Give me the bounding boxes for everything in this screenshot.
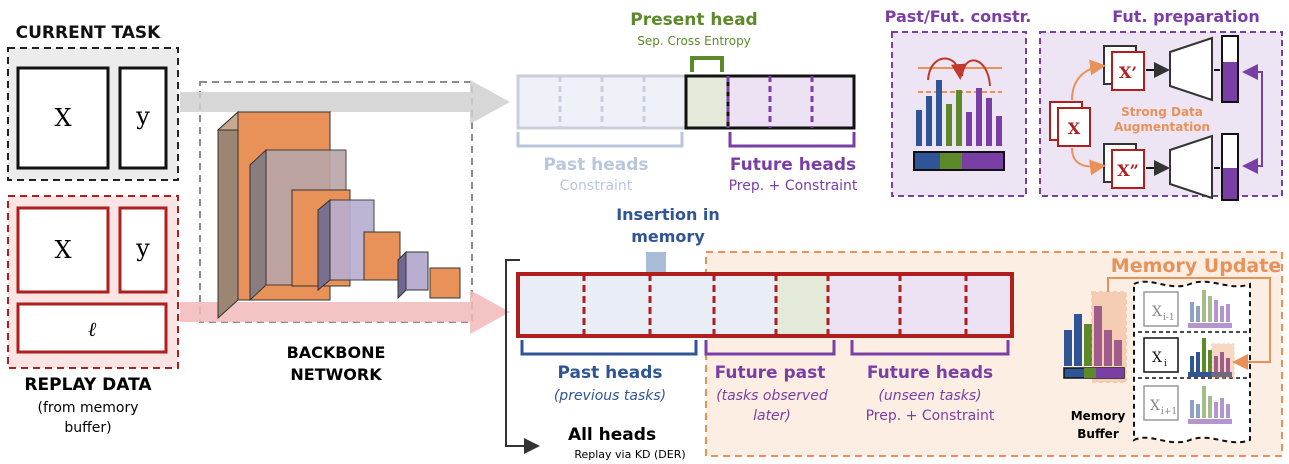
- buffer-row2-sub: i: [1164, 359, 1167, 369]
- top-past-heads-title: Past heads: [543, 155, 648, 175]
- current-y-label: y: [135, 102, 150, 130]
- buffer-label-2: Buffer: [1077, 427, 1119, 441]
- backbone-line1: BACKBONE: [287, 343, 386, 362]
- bottom-input-arrow: [180, 290, 510, 334]
- buffer-row1-sub: i-1: [1163, 313, 1175, 323]
- current-task-title: CURRENT TASK: [16, 23, 161, 43]
- current-y-box: [118, 66, 168, 170]
- bottom-future-past-bracket: [704, 340, 836, 356]
- buffer-row3-sub: i+1: [1161, 407, 1177, 417]
- replay-subtitle-2: buffer): [64, 420, 111, 436]
- memory-update-arrow: [1107, 277, 1271, 370]
- replay-l-box: [16, 302, 168, 354]
- present-head-title: Present head: [630, 10, 757, 30]
- bottom-past-subtitle: (previous tasks): [554, 388, 666, 404]
- replay-x-box: [16, 206, 110, 294]
- fut-prep-x: X: [1068, 119, 1081, 138]
- all-heads-group: All heads Replay via KD (DER): [505, 259, 686, 461]
- memory-buffer-group: Memory Buffer X i-1 X i X i+1: [1063, 277, 1271, 444]
- bottom-future-heads-title: Future heads: [867, 363, 993, 383]
- fut-prep-title: Fut. preparation: [1112, 7, 1259, 26]
- constraint-arc-right: [961, 59, 991, 87]
- replay-y-box: [118, 206, 168, 294]
- replay-subtitle-1: (from memory: [38, 400, 139, 416]
- buffer-row1-x: X: [1152, 304, 1162, 320]
- top-past-bracket: [516, 132, 684, 148]
- insertion-line2: memory: [631, 227, 705, 246]
- bottom-head-bar: Past heads (previous tasks) Future past …: [516, 272, 1014, 424]
- fut-prep-x-dprime: X”: [1117, 161, 1139, 180]
- replay-data-group: X y ℓ REPLAY DATA (from memory buffer): [7, 195, 179, 436]
- constraint-arc-left: [927, 57, 967, 81]
- bottom-future-heads-bracket: [850, 340, 1010, 356]
- bottom-bar-outline: [516, 272, 1014, 338]
- bottom-future-past-sub2: later): [753, 408, 791, 424]
- bottom-past-title: Past heads: [557, 363, 662, 383]
- present-head-subtitle: Sep. Cross Entropy: [637, 34, 751, 48]
- buffer-row2-hist: [1188, 338, 1235, 379]
- top-present-cell: [684, 74, 730, 130]
- top-future-bracket: [728, 132, 856, 148]
- past-fut-constr-panel: Past/Fut. constr.: [885, 7, 1032, 197]
- current-x-label: X: [54, 104, 71, 132]
- all-heads-title: All heads: [568, 425, 656, 445]
- bottom-future-past-sub1: (tasks observed: [716, 388, 828, 404]
- past-fut-constr-title: Past/Fut. constr.: [885, 7, 1032, 26]
- buffer-row1-hist: [1188, 290, 1232, 328]
- cnn-layers: [216, 110, 461, 320]
- top-input-arrow: [180, 80, 510, 124]
- top-past-heads-subtitle: Constraint: [560, 178, 633, 194]
- buffer-label-1: Memory: [1071, 409, 1126, 423]
- buffer-row3-hist: [1188, 386, 1232, 424]
- fut-prep-aug-2: Augmentation: [1114, 120, 1210, 134]
- present-head-bracket: [690, 56, 724, 72]
- current-x-box: [16, 66, 110, 170]
- replay-x-label: X: [54, 236, 71, 264]
- top-future-region: [726, 74, 856, 130]
- bottom-future-heads-sub1: (unseen tasks): [878, 388, 981, 404]
- all-heads-subtitle: Replay via KD (DER): [574, 448, 685, 461]
- bottom-future-heads-sub2: Prep. + Constraint: [866, 408, 995, 424]
- fut-prep-aug-1: Strong Data: [1121, 105, 1203, 119]
- backbone-line2: NETWORK: [290, 365, 382, 384]
- replay-y-label: y: [135, 234, 150, 262]
- buffer-row2-x: X: [1152, 350, 1162, 366]
- replay-l-label: ℓ: [88, 317, 97, 341]
- fut-preparation-panel: Fut. preparation X X’ X” Strong Data Aug…: [1039, 7, 1283, 201]
- buffer-row3-x: X: [1150, 398, 1160, 414]
- insertion-line1: Insertion in: [616, 205, 720, 224]
- memory-update-title: Memory Update: [1111, 255, 1281, 277]
- current-task-group: CURRENT TASK X y: [7, 23, 179, 181]
- top-future-heads-title: Future heads: [730, 155, 856, 175]
- bottom-future-past-title: Future past: [715, 363, 826, 383]
- backbone-group: BACKBONE NETWORK: [180, 80, 510, 384]
- fut-prep-x-prime: X’: [1119, 63, 1137, 82]
- replay-title: REPLAY DATA: [24, 375, 152, 395]
- bottom-past-bracket: [520, 340, 698, 356]
- top-head-bar: Present head Sep. Cross Entropy Past hea…: [516, 10, 858, 194]
- top-future-heads-subtitle: Prep. + Constraint: [729, 178, 858, 194]
